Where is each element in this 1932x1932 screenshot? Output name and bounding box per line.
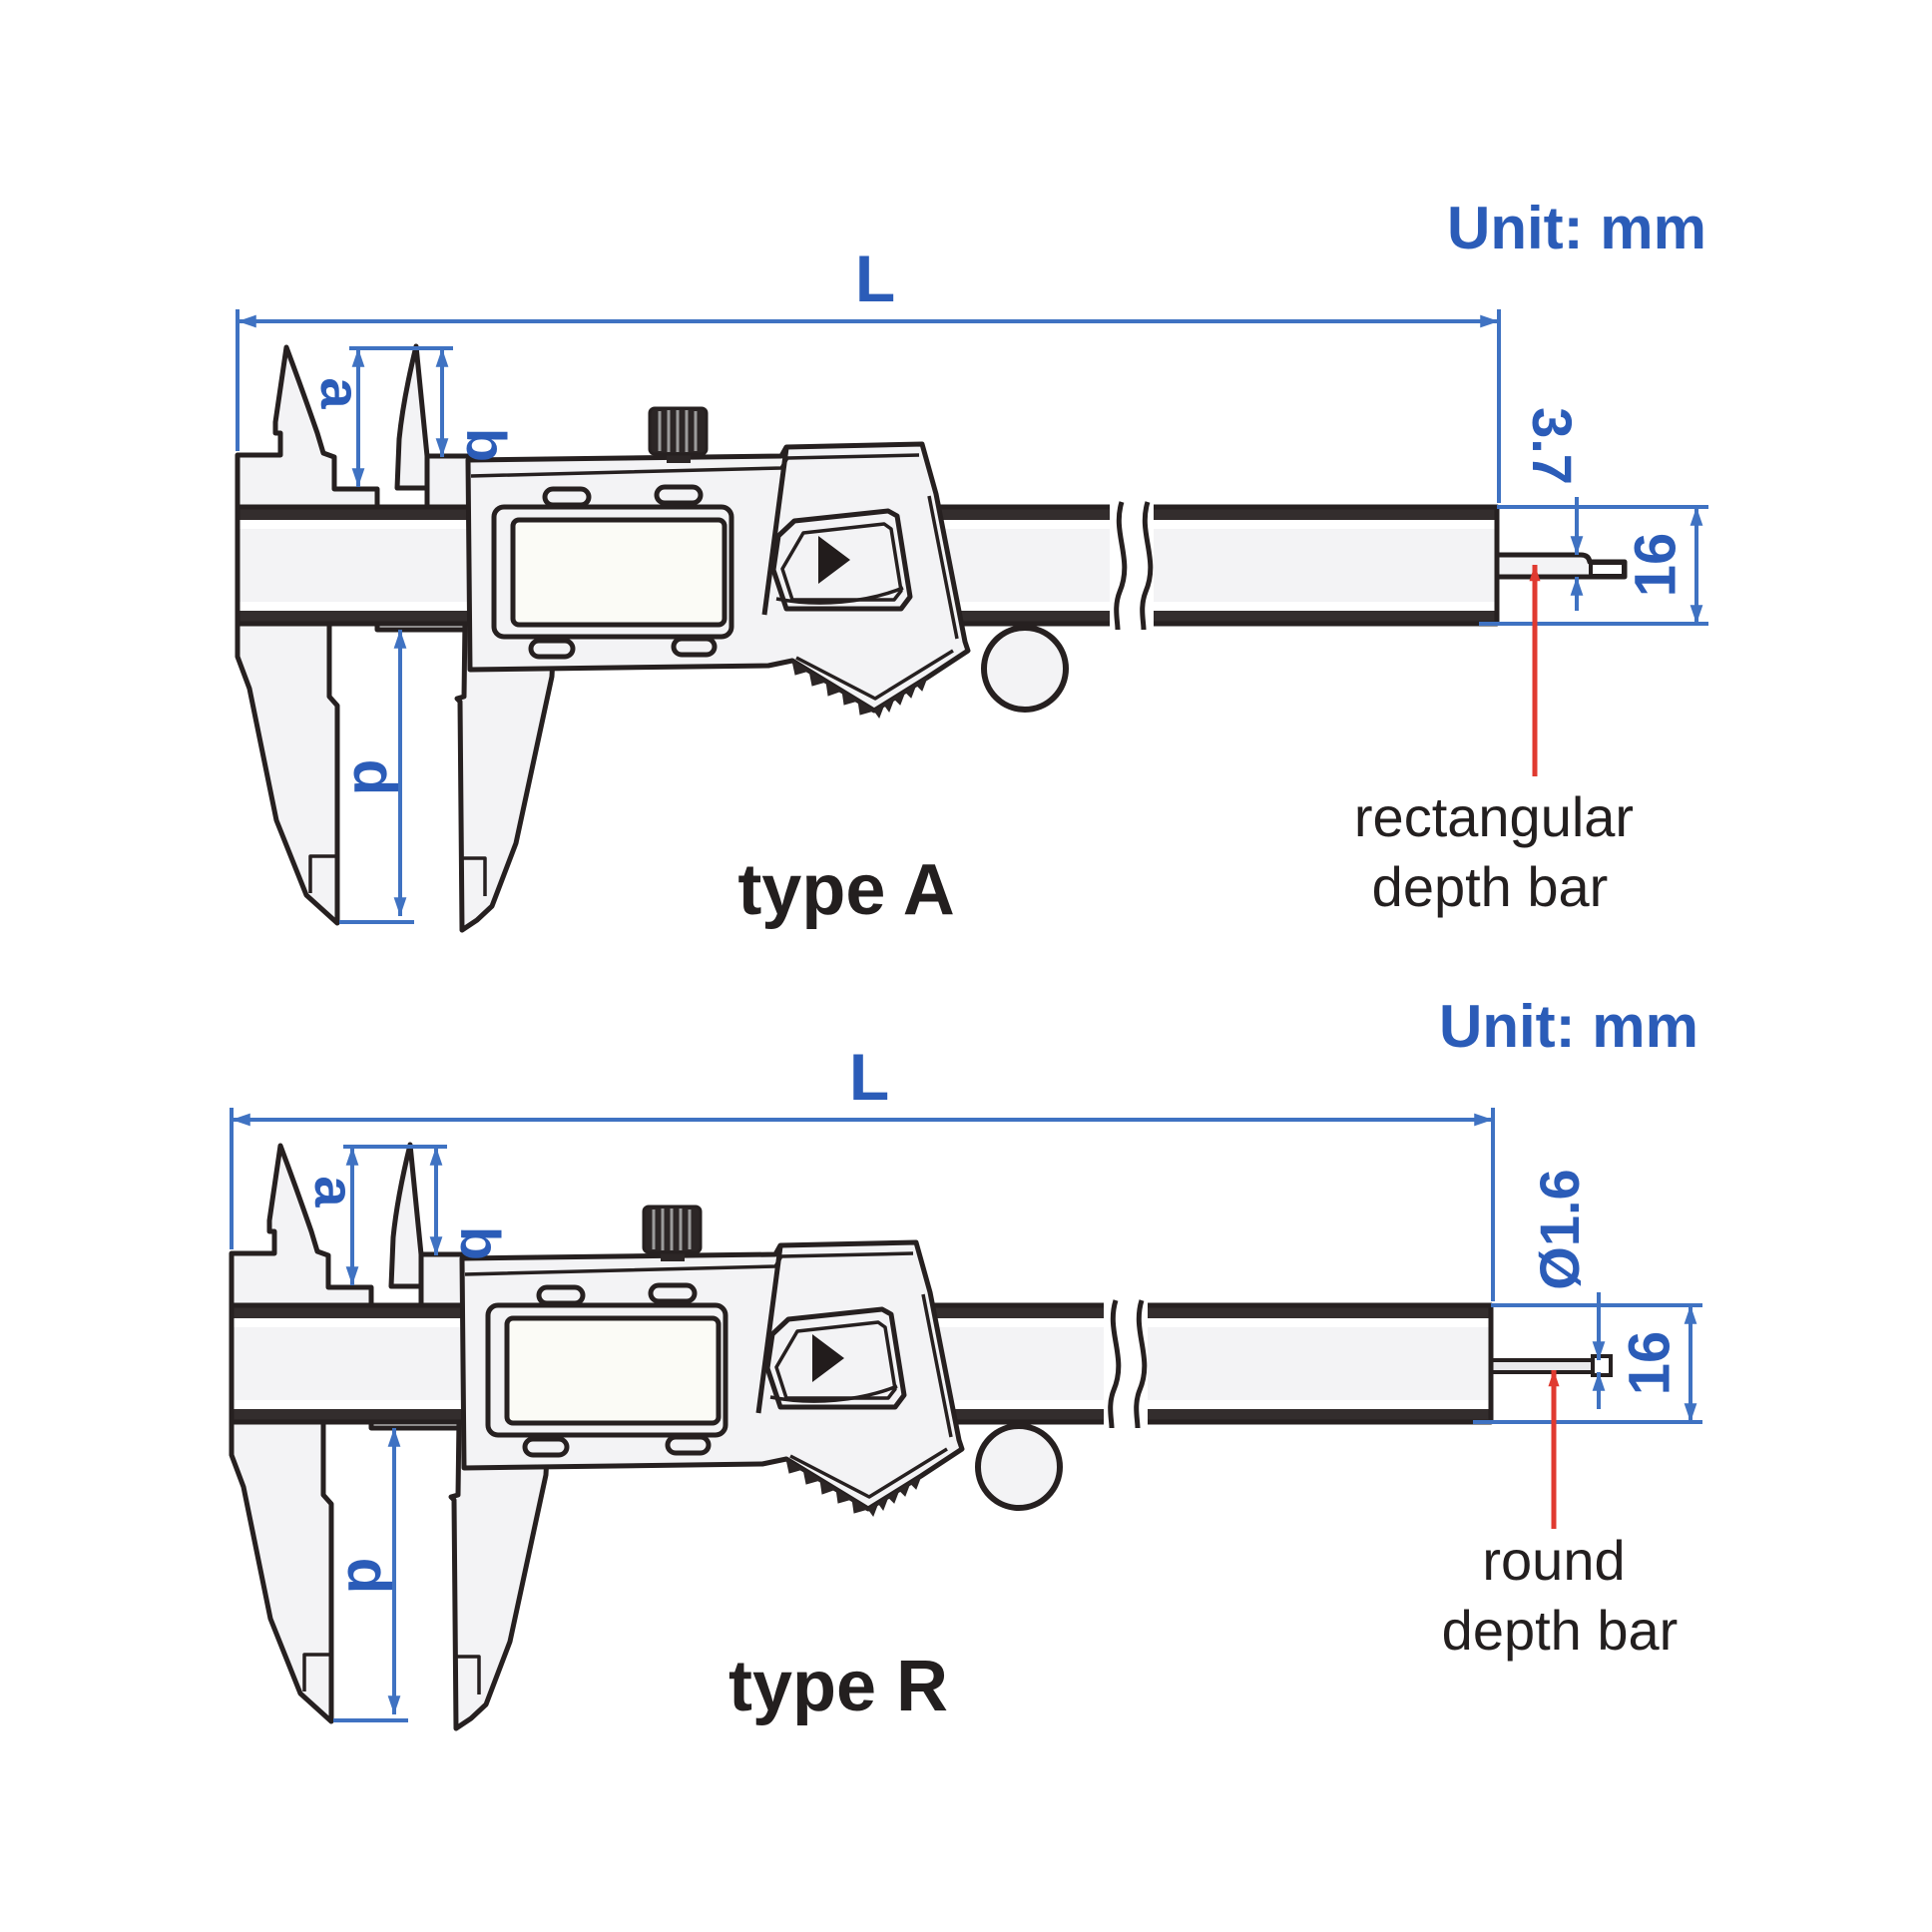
- dim-a-label: a: [309, 377, 372, 409]
- dim-L-label: L: [855, 242, 895, 315]
- dim-d-label: d: [341, 759, 408, 796]
- figure-title-type-r: type R: [728, 1647, 948, 1726]
- figure-title-type-a: type A: [737, 850, 954, 930]
- dim-b-label: b: [449, 1226, 512, 1260]
- dim-a-label: a: [303, 1176, 366, 1208]
- callout-line1: rectangular: [1354, 785, 1634, 848]
- callout-line2: depth bar: [1372, 855, 1609, 918]
- dim-bar-width-label: 3.7: [1521, 407, 1584, 485]
- figure-type-a: L a b d 3.7 16 rectangular depth bar: [238, 195, 1708, 930]
- dim-L-label: L: [849, 1040, 889, 1114]
- dimensions-type-r: L a b d Ø1.6 16: [230, 1040, 1702, 1722]
- dim-beam-height-label: 16: [1623, 533, 1688, 598]
- caliper-drawing-type-r: [232, 1145, 1491, 1728]
- depth-bar-round: [1483, 1358, 1601, 1374]
- dim-beam-height-label: 16: [1617, 1331, 1682, 1396]
- unit-label-top: Unit: mm: [1447, 195, 1706, 261]
- dim-b-label: b: [455, 428, 518, 462]
- callout-line2: depth bar: [1442, 1599, 1679, 1662]
- depth-bar-round-tip: [1591, 1354, 1613, 1377]
- dimensions-type-a: L a b d 3.7 16: [236, 242, 1708, 924]
- depth-bar-tip: [1589, 561, 1626, 578]
- unit-label-bottom: Unit: mm: [1439, 993, 1698, 1060]
- callout-line1: round: [1482, 1529, 1625, 1592]
- dim-d-label: d: [335, 1558, 402, 1595]
- caliper-drawing-type-a: [238, 346, 1497, 930]
- dim-bar-dia-label: Ø1.6: [1528, 1169, 1591, 1289]
- figure-type-r: L a b d Ø1.6 16 round depth bar: [232, 993, 1702, 1728]
